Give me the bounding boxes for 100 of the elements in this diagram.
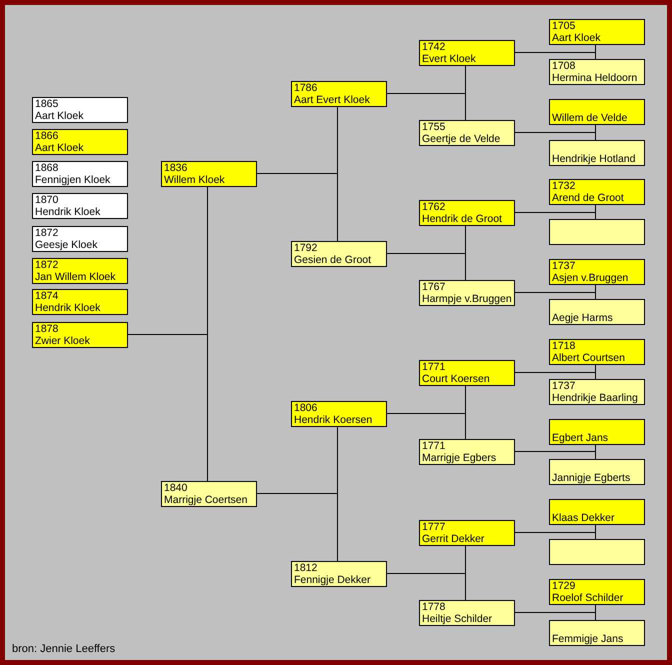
person-name: Jan Willem Kloek xyxy=(35,271,117,283)
birth-year: 1718 xyxy=(552,340,576,352)
person-name: Fennigje Dekker xyxy=(294,574,372,586)
birth-year: 1806 xyxy=(294,402,318,414)
birth-year: 1866 xyxy=(35,130,60,142)
person-box xyxy=(549,259,645,285)
connector-line xyxy=(514,372,596,380)
birth-year: 1872 xyxy=(35,227,60,239)
person-box xyxy=(161,481,257,507)
person-name: Willem de Velde xyxy=(552,112,628,124)
person-box xyxy=(549,620,645,646)
connector-line xyxy=(514,212,596,220)
person-name: Evert Kloek xyxy=(422,53,477,65)
birth-year: 1742 xyxy=(422,41,446,53)
connector-line xyxy=(256,493,338,562)
connector-line xyxy=(514,292,596,300)
person-box xyxy=(549,299,645,325)
person-name: Gesien de Groot xyxy=(294,254,372,266)
connector-line xyxy=(514,532,596,540)
birth-year: 1786 xyxy=(294,82,318,94)
person-name: Roelof Schilder xyxy=(552,592,624,604)
birth-year: 1708 xyxy=(552,60,576,72)
birth-year: 1767 xyxy=(422,281,446,293)
person-box xyxy=(549,499,645,525)
person-name: Harmpje v.Bruggen xyxy=(422,293,512,305)
connector-line xyxy=(256,173,338,242)
person-name: Fennigjen Kloek xyxy=(35,174,112,186)
connector-line xyxy=(386,93,466,120)
person-name: Aart Kloek xyxy=(35,110,84,122)
person-box xyxy=(549,579,645,605)
person-name: Arend de Groot xyxy=(552,192,625,204)
person-box xyxy=(32,258,128,284)
person-name: Geertje de Velde xyxy=(422,133,502,145)
person-box xyxy=(32,226,128,252)
person-name: Asjen v.Bruggen xyxy=(552,272,630,284)
connector-line xyxy=(514,52,596,60)
birth-year: 1792 xyxy=(294,242,318,254)
birth-year: 1737 xyxy=(552,380,576,392)
person-name: Hendrik Kloek xyxy=(35,206,102,218)
person-name: Hendrikje Hotland xyxy=(552,153,636,165)
birth-year: 1874 xyxy=(35,290,60,302)
birth-year: 1812 xyxy=(294,562,318,574)
person-name: Marrigje Egbers xyxy=(422,452,498,464)
person-box xyxy=(419,200,515,226)
connector-line xyxy=(514,132,596,140)
person-name: Aart Kloek xyxy=(552,32,602,44)
connector-line xyxy=(386,413,466,440)
person-box xyxy=(549,19,645,45)
person-box xyxy=(419,600,515,626)
person-box xyxy=(549,459,645,485)
empty-person-box xyxy=(549,539,645,565)
birth-year: 1771 xyxy=(422,440,446,452)
connector-line xyxy=(514,451,596,460)
person-box xyxy=(32,97,128,123)
connector-line xyxy=(386,573,466,600)
person-box xyxy=(419,520,515,546)
person-box xyxy=(291,81,387,107)
caption: bron: Jennie Leeffers xyxy=(12,643,116,656)
person-box xyxy=(549,339,645,365)
person-name: Aegje Harms xyxy=(552,312,614,324)
person-box xyxy=(419,439,515,465)
person-name: Marrigje Coertsen xyxy=(164,494,248,506)
person-box xyxy=(419,280,515,306)
birth-year: 1778 xyxy=(422,601,446,613)
connector-line xyxy=(386,253,466,280)
person-name: Zwier Kloek xyxy=(35,335,91,347)
birth-year: 1865 xyxy=(35,98,60,110)
person-name: Heiltje Schilder xyxy=(422,613,494,625)
birth-year: 1868 xyxy=(35,162,60,174)
person-name: Hermina Heldoorn xyxy=(552,72,638,84)
person-box xyxy=(32,289,128,315)
birth-year: 1840 xyxy=(164,482,188,494)
person-name: Gerrit Dekker xyxy=(422,533,486,545)
birth-year: 1836 xyxy=(164,162,188,174)
person-box xyxy=(549,379,645,405)
person-name: Egbert Jans xyxy=(552,432,610,444)
person-box xyxy=(32,161,128,187)
person-box xyxy=(549,140,645,166)
person-box xyxy=(419,120,515,146)
person-box xyxy=(419,40,515,66)
person-box xyxy=(549,419,645,445)
person-name: Geesje Kloek xyxy=(35,239,98,251)
person-name: Hendrikje Baarling xyxy=(552,392,639,404)
person-name: Hendrik de Groot xyxy=(422,213,503,225)
person-box xyxy=(32,129,128,155)
birth-year: 1870 xyxy=(35,194,60,206)
person-box xyxy=(291,241,387,267)
birth-year: 1755 xyxy=(422,121,446,133)
person-name: Klaas Dekker xyxy=(552,512,616,524)
birth-year: 1777 xyxy=(422,521,446,533)
person-name: Hendrik Kloek xyxy=(35,302,102,314)
person-box xyxy=(549,99,645,125)
person-box xyxy=(161,161,257,187)
birth-year: 1878 xyxy=(35,323,60,335)
person-name: Court Koersen xyxy=(422,373,491,385)
birth-year: 1737 xyxy=(552,260,576,272)
person-name: Jannigje Egberts xyxy=(552,472,632,484)
person-name: Willem Kloek xyxy=(164,174,226,186)
person-box xyxy=(291,401,387,427)
person-box xyxy=(549,59,645,85)
